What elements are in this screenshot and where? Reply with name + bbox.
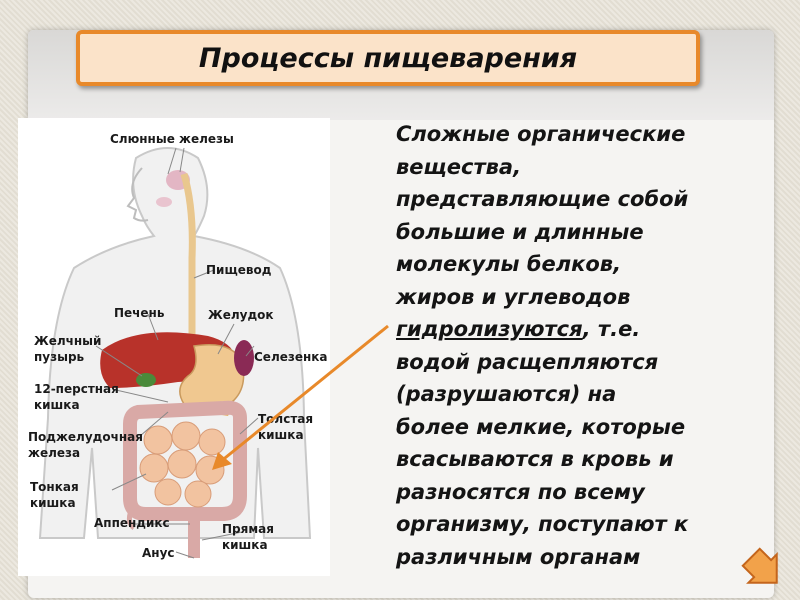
text-line: вещества, [396, 154, 522, 179]
explanation-text: Сложные органические вещества, представл… [396, 118, 776, 573]
text-fragment: , т.е. [582, 317, 641, 341]
label-spleen: Селезенка [254, 350, 328, 364]
text-line: большие и длинные [396, 219, 644, 244]
face-profile [126, 167, 149, 222]
text-line: организму, поступают к [396, 512, 689, 536]
label-rectum-1: Прямая [222, 522, 274, 536]
colon-shape [123, 400, 247, 521]
label-pancreas-2: железа [28, 446, 81, 460]
text-line: гидролизуются, т.е. [396, 313, 776, 346]
text-line: различным органам [396, 544, 641, 569]
label-duodenum-1: 12-перстная [34, 382, 119, 396]
label-colon-2: кишка [258, 428, 304, 442]
label-salivary-glands: Слюнные железы [110, 132, 234, 146]
slide-title: Процессы пищеварения [198, 42, 578, 74]
next-arrow-icon [741, 547, 778, 584]
label-appendix: Аппендикс [94, 516, 170, 530]
label-small-intestine-2: кишка [30, 496, 76, 510]
label-pancreas-1: Поджелудочная [28, 430, 143, 444]
label-rectum-2: кишка [222, 538, 268, 552]
text-line: водой расщепляются [396, 349, 659, 374]
label-esophagus: Пищевод [206, 263, 272, 277]
text-line: разносятся по всему [396, 479, 645, 504]
label-stomach: Желудок [208, 308, 274, 322]
label-duodenum-2: кишка [34, 398, 80, 412]
text-line: всасываются в кровь и [396, 447, 674, 471]
next-slide-button[interactable] [740, 544, 788, 592]
esophagus-shape [180, 173, 196, 348]
label-liver: Печень [114, 306, 165, 320]
text-line: более мелкие, которые [396, 414, 686, 439]
spleen-shape [234, 340, 254, 376]
label-small-intestine-1: Тонкая [30, 480, 79, 494]
digestive-system-diagram: Слюнные железы Пищевод Печень Желудок Же… [18, 118, 330, 576]
title-box: Процессы пищеварения [76, 30, 700, 86]
label-gallbladder-2: пузырь [34, 350, 85, 364]
text-line: представляющие собой [396, 187, 689, 211]
hydrolyze-term: гидролизуются [396, 317, 583, 341]
text-line: Сложные органические [396, 122, 686, 146]
label-anus: Анус [142, 546, 175, 560]
text-line: жиров и углеводов [396, 284, 631, 309]
body-illustration [38, 147, 312, 559]
appendix-shape [126, 507, 136, 530]
gallbladder-shape [136, 373, 156, 387]
label-colon-1: Толстая [258, 412, 314, 426]
text-line: молекулы белков, [396, 252, 622, 276]
text-line: (разрушаются) на [396, 382, 617, 406]
small-intestine-shape [139, 421, 226, 508]
label-gallbladder-1: Желчный [34, 334, 102, 348]
